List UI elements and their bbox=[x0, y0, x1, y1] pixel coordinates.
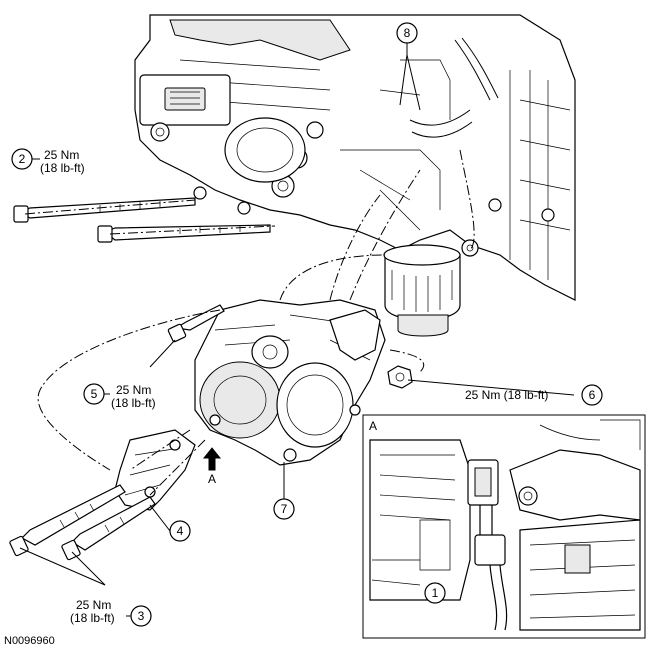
callout-4: 4 bbox=[169, 520, 191, 542]
svg-text:2: 2 bbox=[19, 152, 26, 166]
bolt-3-left bbox=[9, 484, 126, 557]
svg-text:(18 lb-ft): (18 lb-ft) bbox=[70, 611, 115, 625]
callout-8: 8 bbox=[396, 22, 418, 44]
view-arrow-a: A bbox=[202, 447, 222, 486]
svg-text:3: 3 bbox=[138, 609, 145, 623]
svg-text:25 Nm: 25 Nm bbox=[76, 598, 111, 612]
engine-assembly bbox=[134, 14, 576, 337]
svg-text:8: 8 bbox=[404, 26, 411, 40]
svg-text:4: 4 bbox=[177, 524, 184, 538]
alignment-lines bbox=[24, 149, 475, 496]
torque-label-6: 25 Nm (18 lb-ft) bbox=[465, 388, 548, 402]
callout-6: 6 bbox=[581, 384, 603, 406]
callout-2: 2 bbox=[11, 148, 40, 170]
svg-text:25 Nm: 25 Nm bbox=[116, 383, 151, 397]
svg-text:(18 lb-ft): (18 lb-ft) bbox=[40, 161, 85, 175]
nut-6 bbox=[387, 365, 413, 389]
bolt-2-lower bbox=[97, 224, 271, 243]
svg-text:(18 lb-ft): (18 lb-ft) bbox=[111, 396, 156, 410]
bolt-2-upper bbox=[13, 197, 196, 223]
torque-label-5: 25 Nm (18 lb-ft) bbox=[111, 383, 156, 410]
svg-text:5: 5 bbox=[91, 387, 98, 401]
svg-text:25 Nm (18 lb-ft): 25 Nm (18 lb-ft) bbox=[465, 388, 548, 402]
figure-id-code: N0096960 bbox=[4, 635, 55, 647]
svg-text:25 Nm: 25 Nm bbox=[44, 148, 79, 162]
inset-label: A bbox=[369, 419, 377, 433]
callout-5: 5 bbox=[83, 383, 110, 405]
callout-7: 7 bbox=[273, 498, 295, 520]
torque-label-3: 25 Nm (18 lb-ft) bbox=[70, 598, 115, 625]
generator-assembly bbox=[194, 299, 386, 466]
callout-3: 3 bbox=[126, 605, 152, 627]
svg-text:7: 7 bbox=[281, 502, 288, 516]
svg-text:6: 6 bbox=[589, 388, 596, 402]
bracket-4 bbox=[114, 429, 196, 511]
view-arrow-label: A bbox=[208, 472, 216, 486]
inset-view-a: A 1 bbox=[362, 414, 646, 639]
bolt-3-right bbox=[61, 496, 156, 561]
torque-label-2: 25 Nm (18 lb-ft) bbox=[40, 148, 85, 175]
callout-1: 1 bbox=[432, 586, 439, 600]
